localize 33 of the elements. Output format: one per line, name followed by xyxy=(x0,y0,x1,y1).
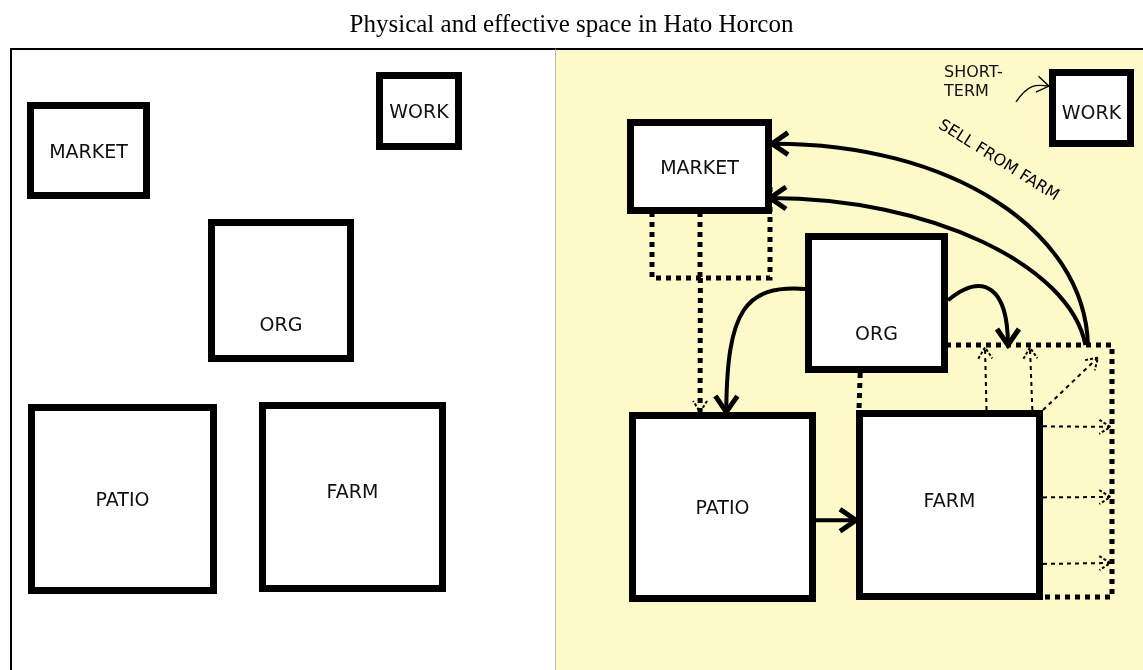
place-box xyxy=(259,402,446,592)
place-box xyxy=(376,72,462,150)
dashed-arrow xyxy=(692,278,709,413)
box-label: WORK xyxy=(389,100,449,122)
diagram-title: Physical and effective space in Hato Horcon xyxy=(348,10,795,38)
place-box xyxy=(27,102,150,199)
panel-background xyxy=(555,48,1143,670)
box-label: PATIO xyxy=(95,488,150,510)
dashed-arrow xyxy=(1042,555,1112,572)
box-label: ORG xyxy=(855,322,898,344)
place-box xyxy=(805,233,948,373)
box-label: PATIO xyxy=(695,496,750,518)
box-label: MARKET xyxy=(49,139,128,162)
place-box xyxy=(629,412,816,602)
place-box xyxy=(208,219,354,362)
dashed-arrow xyxy=(1042,418,1112,435)
dashed-arrow xyxy=(1022,346,1039,411)
box-label: FARM xyxy=(326,480,379,502)
box-label: MARKET xyxy=(660,155,739,178)
box-label: FARM xyxy=(923,489,976,511)
box-label: ORG xyxy=(259,313,303,335)
place-box xyxy=(28,404,217,594)
annotation-text: SHORT-TERM xyxy=(944,62,1016,112)
place-box xyxy=(627,119,772,214)
panel-background xyxy=(10,48,555,670)
arrow xyxy=(946,284,1021,348)
dashed-arrow xyxy=(1042,489,1112,506)
dotted-line xyxy=(856,372,863,411)
place-box xyxy=(1049,69,1134,147)
leader-arrow xyxy=(1015,75,1050,103)
place-box xyxy=(856,410,1043,600)
dashed-arrow xyxy=(977,346,994,411)
dashed-arrow xyxy=(1042,356,1099,411)
